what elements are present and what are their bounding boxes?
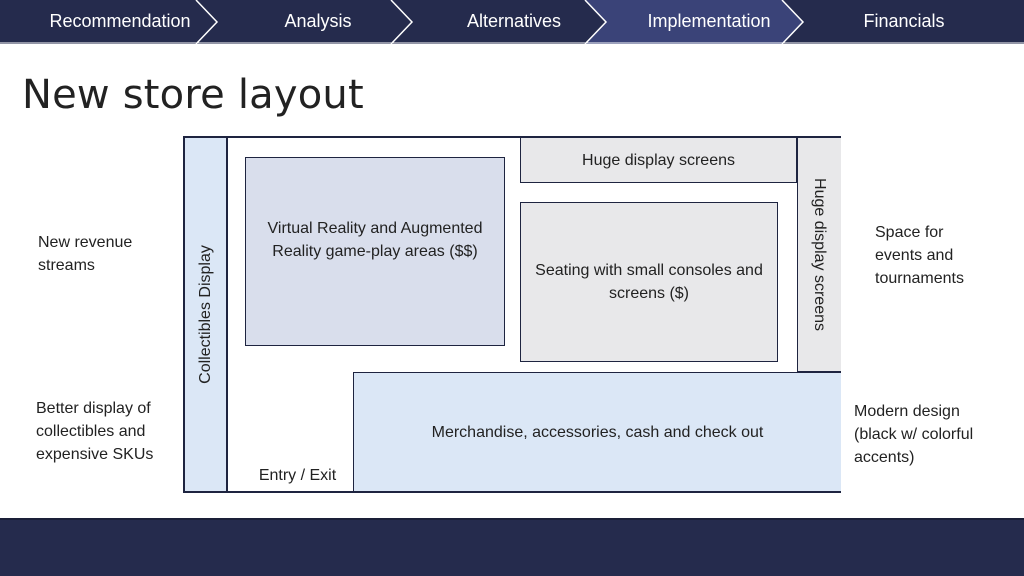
note-line: accents): [854, 449, 915, 466]
note-events-space: Space for events and tournaments: [875, 221, 964, 290]
page-title: New store layout: [22, 72, 364, 118]
nav-item-recommendation[interactable]: Recommendation: [49, 11, 191, 31]
note-new-revenue: New revenue streams: [38, 231, 132, 277]
note-line: New revenue: [38, 234, 133, 251]
vr-ar-gameplay-label: Virtual Reality and Augmented Reality ga…: [267, 219, 483, 260]
nav-item-analysis[interactable]: Analysis: [284, 11, 352, 31]
note-line: Better display of: [36, 400, 151, 417]
note-line: tournaments: [875, 270, 964, 287]
vr-ar-gameplay-zone: Virtual Reality and Augmented Reality ga…: [245, 157, 505, 346]
nav-separator-4: [781, 0, 805, 44]
note-line: (black w/ colorful: [854, 426, 974, 443]
huge-display-screens-top-label: Huge display screens: [582, 151, 735, 169]
seating-consoles-label: Seating with small consoles and screens …: [535, 262, 763, 302]
merchandise-checkout-zone: Merchandise, accessories, cash and check…: [353, 372, 841, 491]
nav-bar-fill: [0, 0, 1024, 44]
note-line: events and: [875, 247, 954, 264]
nav-separator-1: [195, 0, 219, 44]
chevron-nav: Recommendation Analysis Alternatives Imp…: [0, 0, 1024, 44]
note-line: Space for: [875, 224, 944, 241]
huge-display-screens-side-label: Huge display screens: [811, 178, 828, 331]
merchandise-checkout-label: Merchandise, accessories, cash and check…: [431, 423, 764, 441]
nav-item-alternatives[interactable]: Alternatives: [466, 11, 562, 31]
huge-display-screens-top: Huge display screens: [520, 138, 797, 183]
store-floor-plan: Collectibles Display Virtual Reality and…: [183, 136, 841, 493]
nav-separator-2: [390, 0, 414, 44]
note-line: Modern design: [854, 403, 960, 420]
chevron-nav-background: [0, 0, 1024, 44]
nav-separator-3: [584, 0, 608, 44]
note-line: streams: [38, 257, 95, 274]
note-modern-design: Modern design (black w/ colorful accents…: [854, 400, 973, 469]
note-line: collectibles and: [36, 423, 146, 440]
collectibles-display-zone: Collectibles Display: [185, 138, 228, 491]
footer-bar: [0, 518, 1024, 576]
note-line: expensive SKUs: [36, 446, 154, 463]
seating-consoles-zone: Seating with small consoles and screens …: [520, 202, 778, 362]
entry-exit-label: Entry / Exit: [258, 466, 337, 484]
nav-item-implementation[interactable]: Implementation: [647, 11, 771, 31]
note-better-display: Better display of collectibles and expen…: [36, 397, 153, 466]
huge-display-screens-side: Huge display screens: [797, 138, 841, 372]
nav-active-chevron: [585, 0, 803, 44]
collectibles-display-label: Collectibles Display: [197, 245, 214, 384]
nav-item-financials[interactable]: Financials: [863, 11, 945, 31]
